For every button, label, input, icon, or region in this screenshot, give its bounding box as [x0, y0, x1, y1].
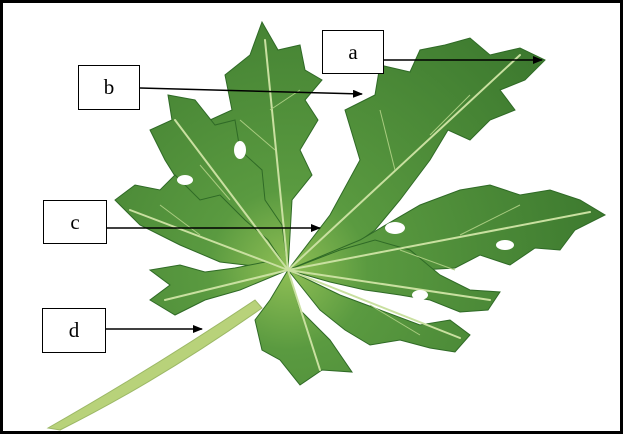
label-d: d: [42, 308, 106, 353]
label-b: b: [78, 65, 140, 110]
label-a: a: [322, 30, 384, 74]
label-c: c: [43, 200, 107, 244]
